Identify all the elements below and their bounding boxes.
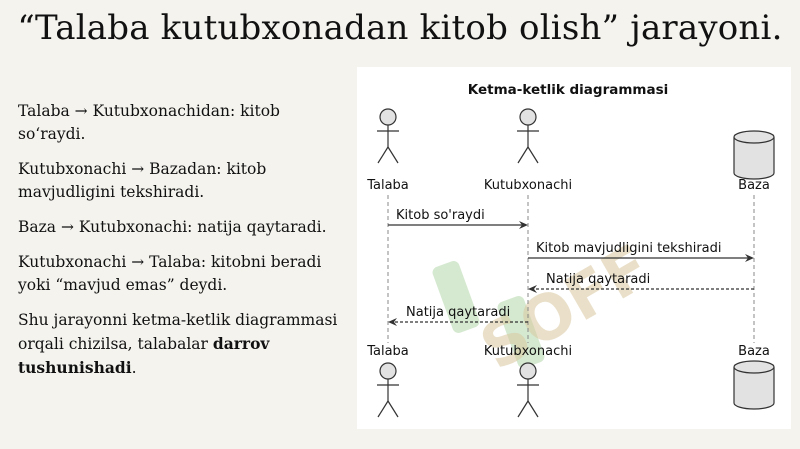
bullet-item: Kutubxonachi → Talaba: kitobni beradi yo… — [18, 253, 322, 294]
actor-icon — [377, 108, 399, 164]
watermark-logo — [432, 261, 545, 368]
message-label: Natija qaytaradi — [406, 305, 510, 320]
actor-icon — [517, 362, 539, 418]
arrowhead — [388, 318, 397, 326]
diagram-title: Ketma-ketlik diagrammasi — [468, 82, 669, 98]
arrowhead — [519, 221, 528, 229]
sequence-diagram-svg: SOFF Ketma-ketlik diagrammasi TalabaTala… — [366, 82, 775, 418]
arrowhead — [528, 285, 537, 293]
bullet-list: Talaba → Kutubxonachidan: kitob soʻraydi… — [18, 100, 338, 392]
arrowhead — [745, 254, 754, 262]
participant-label: Kutubxonachi — [484, 344, 572, 359]
actor-icon — [377, 362, 399, 418]
database-icon — [733, 130, 775, 180]
participant-label: Kutubxonachi — [484, 178, 572, 193]
participant-label: Baza — [738, 178, 770, 193]
summary-text: Shu jarayonni ketma-ketlik diagrammasi o… — [18, 309, 338, 380]
database-icon — [733, 360, 775, 410]
bullet-item: Talaba → Kutubxonachidan: kitob soʻraydi… — [18, 102, 280, 143]
message-label: Kitob so'raydi — [396, 208, 485, 223]
participant-label: Talaba — [366, 344, 409, 359]
bullet-item: Baza → Kutubxonachi: natija qaytaradi. — [18, 218, 327, 236]
message-label: Kitob mavjudligini tekshiradi — [536, 241, 722, 256]
bullet-item: Kutubxonachi → Bazadan: kitob mavjudligi… — [18, 160, 267, 201]
participant-label: Baza — [738, 344, 770, 359]
summary-end: . — [131, 359, 137, 377]
message-label: Natija qaytaradi — [546, 272, 650, 287]
actor-icon — [517, 108, 539, 164]
summary-lead: Shu jarayonni ketma-ketlik diagrammasi o… — [18, 311, 338, 353]
participant-label: Talaba — [366, 178, 409, 193]
slide-title: “Talaba kutubxonadan kitob olish” jarayo… — [17, 8, 783, 48]
summary-bold: darrov tushunishadi — [18, 334, 270, 377]
